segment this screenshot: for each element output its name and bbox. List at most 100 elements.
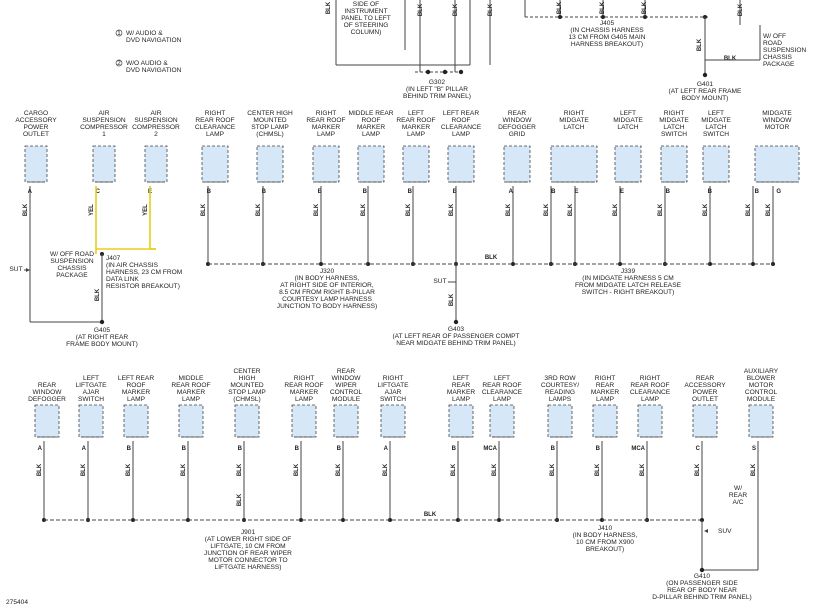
j901-label: LIFTGATE HARNESS) <box>215 564 282 571</box>
component-label-left-rear-roof-clearance: LAMP <box>452 131 471 138</box>
j407-label: DATA LINK <box>106 276 139 283</box>
component-label-right-rear-marker: REAR <box>596 382 615 389</box>
top-wire-label: BLK <box>738 3 744 16</box>
component-midgate-window-motor <box>754 145 800 183</box>
figure-number: 275404 <box>6 599 28 606</box>
component-label-left-rear-roof-marker: LAMP <box>407 131 426 138</box>
wire-label-courtesy-lamps: BLK <box>550 463 556 476</box>
component-label-chmsl-2: CENTER <box>233 368 260 375</box>
pin-label: B <box>295 446 300 452</box>
j320-label: JUNCTION TO BODY HARNESS) <box>277 303 377 310</box>
legend-number: 2 <box>117 60 121 67</box>
component-label-rear-defogger-grid: DEFOGGER <box>498 124 536 131</box>
component-label-right-rear-roof-clearance: LAMP <box>206 131 225 138</box>
pin-label: B <box>318 189 323 195</box>
splice-dot <box>341 518 345 522</box>
component-label-left-liftgate-ajar: AJAR <box>83 389 100 396</box>
wire-label-right-rear-marker: BLK <box>595 463 601 476</box>
wire-label-right-midgate-latch-switch: BLK <box>658 203 664 216</box>
splice-dot <box>319 262 323 266</box>
wire-label-left-rear-roof-marker: BLK <box>406 203 412 216</box>
component-label-right-midgate-latch-switch: RIGHT <box>664 110 685 117</box>
component-label-rear-accessory-outlet: POWER <box>693 389 718 396</box>
component-label-right-rear-marker: RIGHT <box>595 375 616 382</box>
component-label-middle-rear-roof-marker: MIDDLE REAR <box>348 110 393 117</box>
component-label-midgate-window-motor: MOTOR <box>765 124 790 131</box>
component-label-right-liftgate-ajar: LIFTGATE <box>377 382 409 389</box>
component-label-right-rear-roof-clearance-2: RIGHT <box>640 375 661 382</box>
component-label-rear-wiper-module: WIPER <box>335 382 357 389</box>
component-label-left-rear-marker: MARKER <box>447 389 475 396</box>
component-label-left-rear-roof-clearance: LEFT REAR <box>443 110 479 117</box>
component-label-air-comp-2: AIR <box>151 110 162 117</box>
component-label-rear-wiper-module: REAR <box>337 368 356 375</box>
pin-label: B <box>596 446 601 452</box>
pin-label: B <box>453 189 458 195</box>
pin-label: B <box>262 189 267 195</box>
component-label-right-rear-roof-marker: MARKER <box>312 124 340 131</box>
pin-label: C <box>96 189 101 195</box>
pin-label: C <box>696 446 701 452</box>
offroad-top-label: CHASSIS <box>763 54 793 61</box>
wire-label-chmsl-2: BLK <box>237 493 243 506</box>
component-label-cargo-outlet: POWER <box>24 124 49 131</box>
pin-label: B <box>755 189 760 195</box>
component-label-chmsl-2: MOUNTED <box>230 382 264 389</box>
g302-ground <box>442 69 448 75</box>
offroad-label: CHASSIS <box>58 265 88 272</box>
component-label-rear-defogger-grid: WINDOW <box>503 117 533 124</box>
component-left-rear-marker <box>448 404 474 438</box>
component-label-chmsl: MOUNTED <box>253 117 287 124</box>
component-label-chmsl-2: STOP LAMP <box>228 389 266 396</box>
component-label-left-rear-roof-marker-2: MARKER <box>122 389 150 396</box>
j410-label: 10 CM FROM X900 <box>576 539 634 546</box>
component-label-rear-wiper-module: CONTROL <box>330 389 363 396</box>
wire-label-left-rear-marker: BLK <box>451 463 457 476</box>
component-label-aux-blower-module: CONTROL <box>745 389 778 396</box>
offroad-label: SUSPENSION <box>50 258 93 265</box>
component-label-right-rear-roof-clearance: RIGHT <box>205 110 226 117</box>
pin-label: B <box>551 446 556 452</box>
component-label-rear-accessory-outlet: REAR <box>696 375 715 382</box>
component-label-rear-accessory-outlet: OUTLET <box>692 396 718 403</box>
component-label-courtesy-lamps: 3RD ROW <box>544 375 576 382</box>
g410-label: G410 <box>694 573 710 580</box>
j410-label: BREAKOUT) <box>586 546 624 553</box>
component-label-courtesy-lamps: COURTESY/ <box>541 382 580 389</box>
j339-label: (IN MIDGATE HARNESS 5 CM <box>582 275 673 282</box>
g302-label: (IN LEFT "B" PILLAR <box>406 86 468 93</box>
j901-label: (AT LOWER RIGHT SIDE OF <box>205 536 291 543</box>
j320-label: AT RIGHT SIDE OF INTERIOR, <box>280 282 374 289</box>
g401-label: (AT LEFT REAR FRAME <box>669 88 743 95</box>
component-left-rear-roof-marker-2 <box>123 404 149 438</box>
sut-label: SUT <box>9 266 22 273</box>
g302-ground <box>425 69 431 75</box>
component-label-left-liftgate-ajar: LEFT <box>83 375 99 382</box>
component-label-right-rear-marker: LAMP <box>596 396 615 403</box>
splice-dot <box>299 518 303 522</box>
pin-label: E <box>574 189 578 195</box>
pin-label: B <box>551 189 556 195</box>
component-label-left-rear-roof-marker-2: LEFT REAR <box>118 375 154 382</box>
offroad-top-label: W/ OFF <box>763 33 786 40</box>
component-right-rear-marker <box>592 404 618 438</box>
component-label-rear-window-defogger: DEFOGGER <box>28 396 66 403</box>
component-label-right-rear-roof-clearance: CLEARANCE <box>195 124 236 131</box>
component-label-air-comp-1: SUSPENSION <box>82 117 125 124</box>
rear-ac-label: REAR <box>729 492 748 499</box>
j410-label: J410 <box>598 525 613 532</box>
wire-label-right-liftgate-ajar: BLK <box>383 463 389 476</box>
legend-circle <box>115 59 123 67</box>
pin-label: B <box>452 446 457 452</box>
component-label-middle-rear-roof-marker: ROOF <box>361 117 380 124</box>
top-wire-label: BLK <box>557 1 563 14</box>
wire-label-right-rear-roof-marker-2: BLK <box>294 463 300 476</box>
g302-ground <box>458 69 464 75</box>
wire-label-chmsl-2: BLK <box>237 463 243 476</box>
component-right-midgate-latch <box>550 145 598 183</box>
g403-label: (AT LEFT REAR OF PASSENGER COMPT <box>392 333 519 340</box>
component-label-left-rear-marker: REAR <box>452 382 471 389</box>
component-left-rear-roof-clearance <box>447 145 475 183</box>
component-label-right-liftgate-ajar: AJAR <box>385 389 402 396</box>
component-label-chmsl: CENTER HIGH <box>247 110 293 117</box>
